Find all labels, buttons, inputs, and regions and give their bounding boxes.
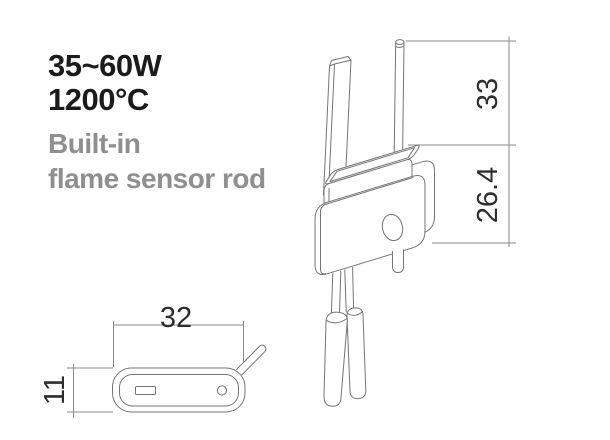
plan-body-outer — [112, 367, 246, 413]
dim-label-body-depth: 11 — [39, 375, 71, 405]
plan-rod-hole — [216, 385, 228, 396]
lead-wires — [330, 267, 355, 319]
dim-label-rod-height: 33 — [472, 78, 504, 110]
dimension-body-width: 32 — [113, 302, 244, 367]
power-rating: 35~60W — [48, 48, 162, 83]
feature-line-1: Built-in — [48, 128, 141, 159]
dim-label-body-width: 32 — [160, 302, 192, 334]
isometric-view — [314, 39, 435, 407]
plan-blade-slot — [135, 386, 156, 395]
feature-text: Built-in flame sensor rod — [48, 126, 266, 196]
body-lip-line — [320, 177, 414, 275]
spec-text: 35~60W 1200°C — [48, 48, 162, 117]
collar-top-face — [325, 144, 420, 185]
max-temperature: 1200°C — [48, 82, 149, 117]
dimension-upper-body-height: 26.4 — [472, 167, 504, 223]
dimension-rod-height: 33 — [406, 36, 516, 247]
bottom-peg — [392, 249, 404, 273]
feature-line-2: flame sensor rod — [48, 163, 266, 194]
plan-view: 32 11 — [39, 302, 267, 418]
terminal-sleeves — [323, 307, 367, 407]
dim-label-upper-body-height: 26.4 — [472, 167, 504, 223]
flame-sensor-rod — [393, 39, 405, 155]
body-front-face — [314, 174, 426, 276]
mounting-hole — [381, 213, 404, 242]
dimension-body-depth: 11 — [39, 364, 113, 418]
plan-rod — [235, 344, 267, 376]
plan-body-inner — [119, 374, 239, 407]
